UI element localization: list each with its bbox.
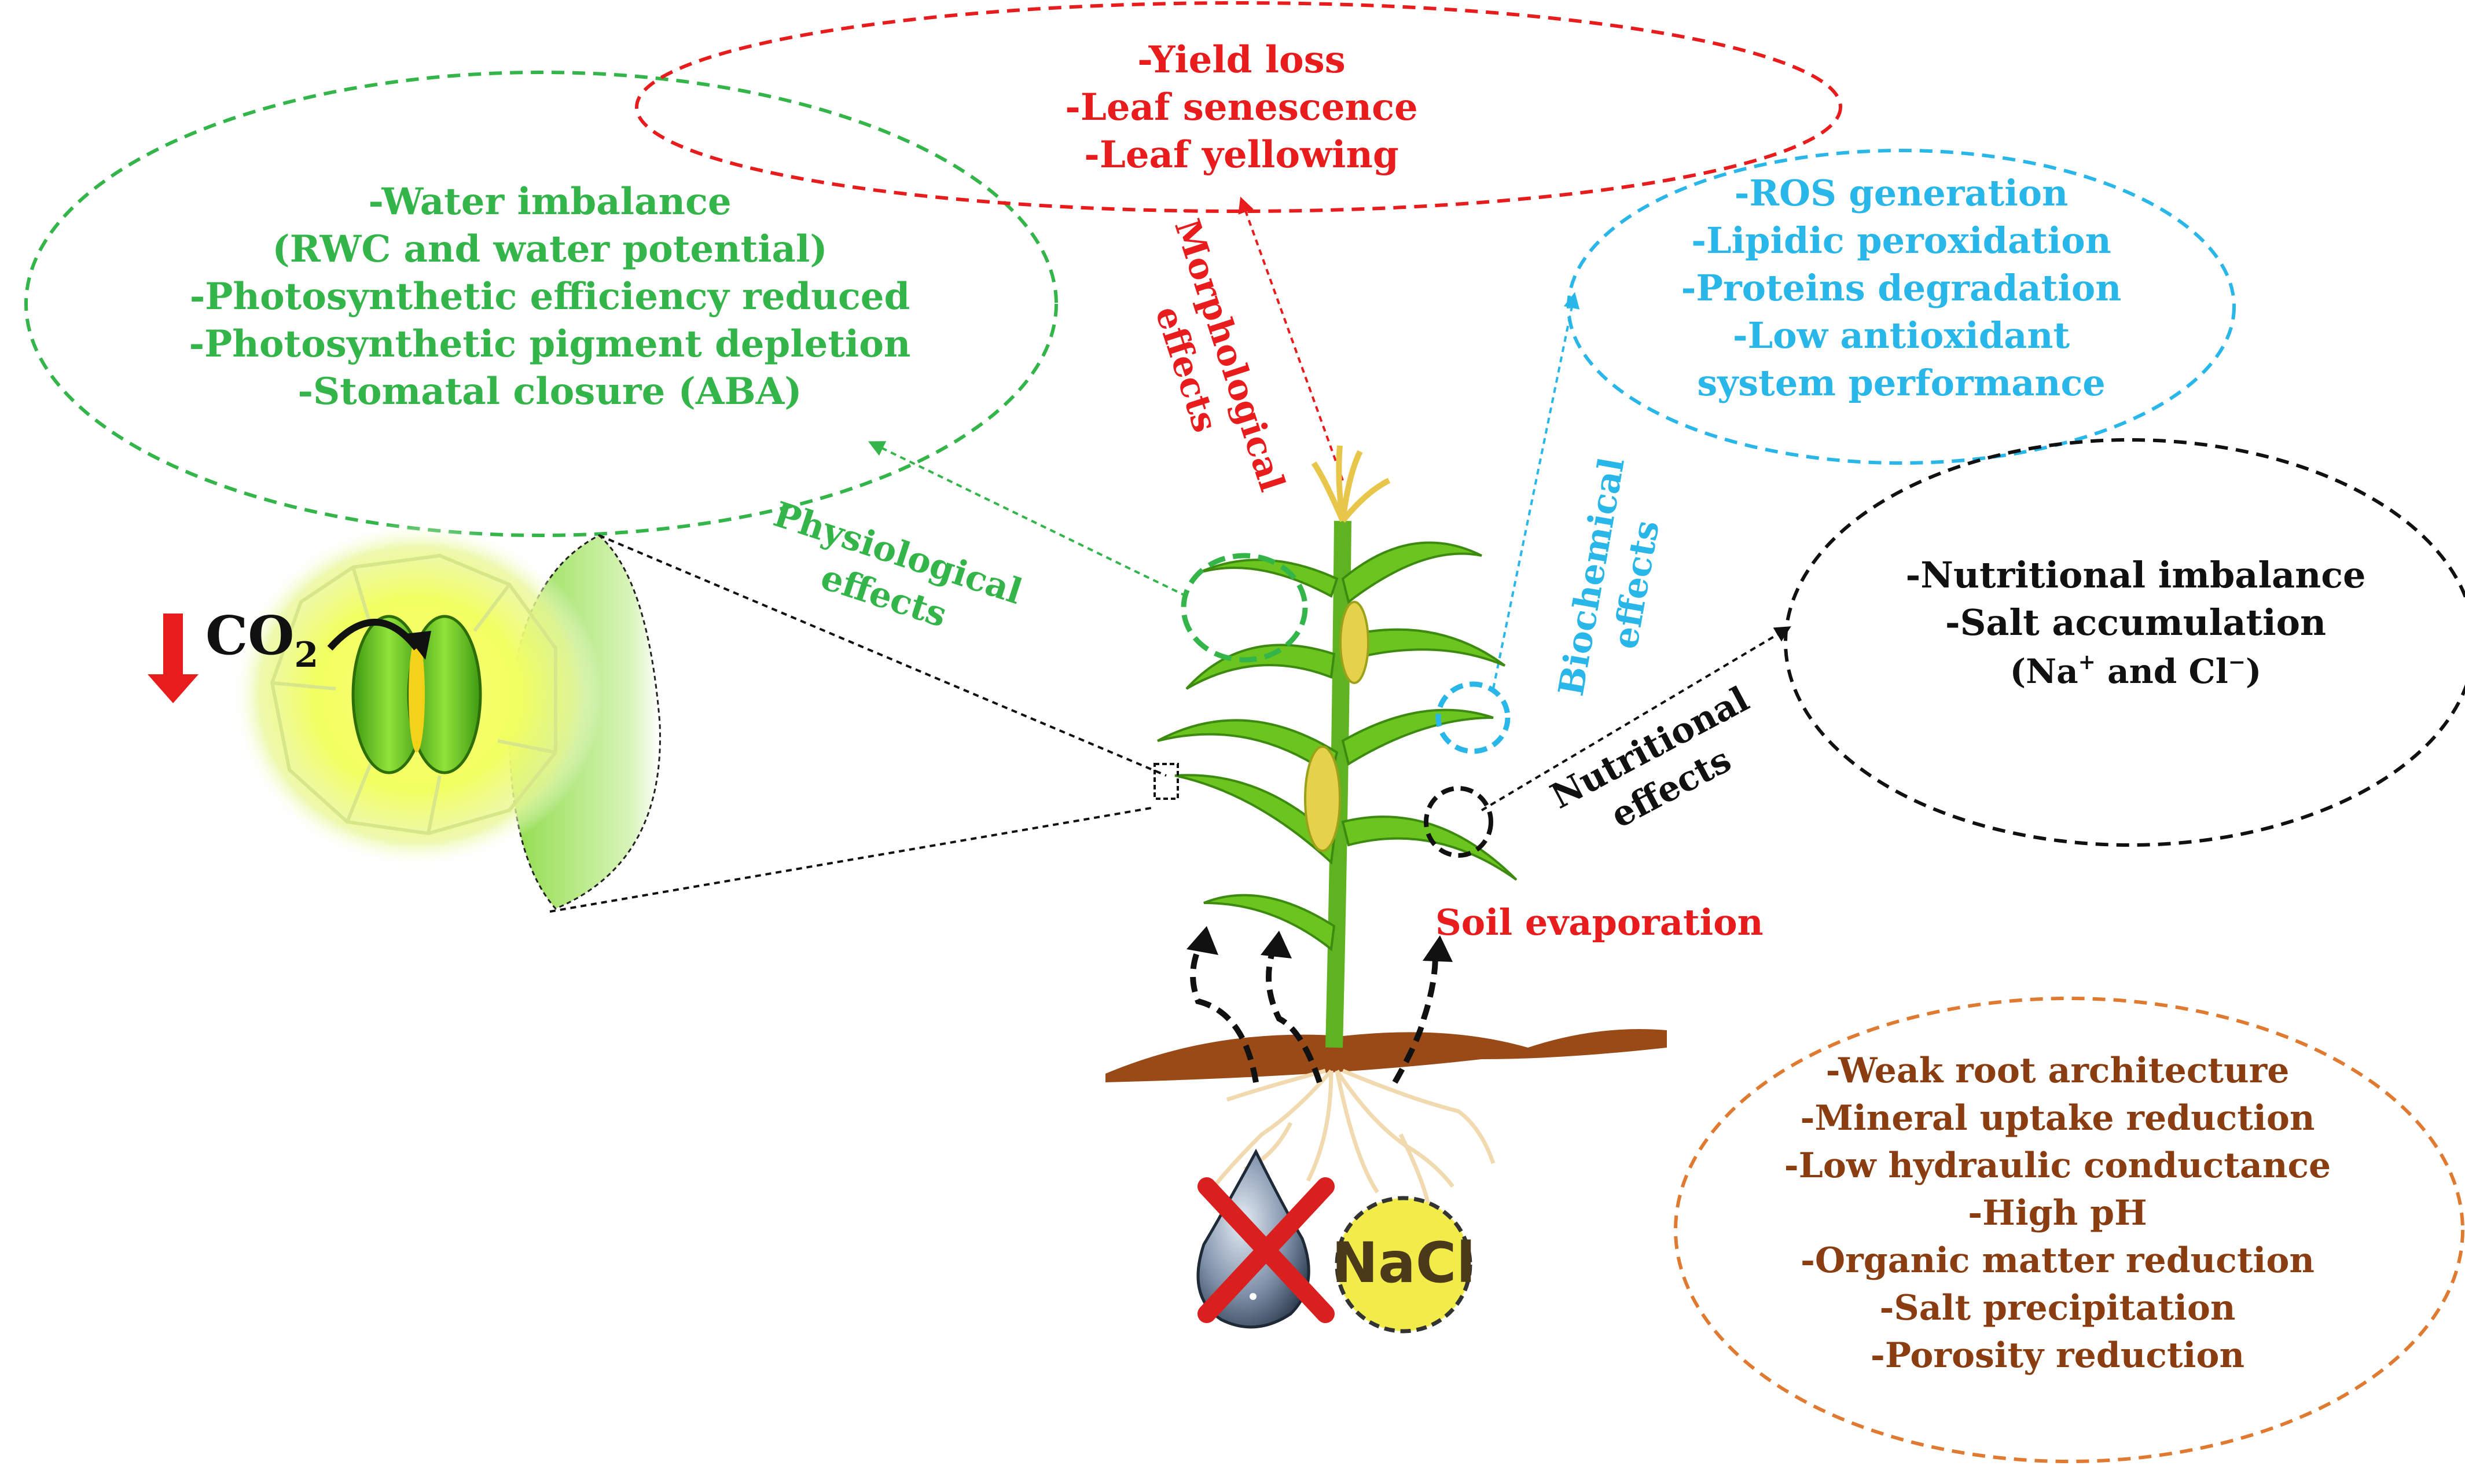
curved-arrow-icon [327, 619, 420, 651]
morpho-line: -Yield loss [1137, 38, 1346, 82]
zoom-line-bottom [549, 806, 1155, 913]
biochem-line: -Low antioxidant [1733, 314, 2070, 357]
morpho-line: -Leaf senescence [1065, 86, 1418, 129]
physiological-bubble [24, 71, 1058, 537]
nutri-arrow [1481, 626, 1791, 811]
roots [1208, 1068, 1496, 1210]
morpho-arrow [1238, 196, 1344, 481]
nutri-line: -Salt accumulation [1945, 601, 2326, 644]
corn-cob [1304, 745, 1341, 852]
stomata-icon [351, 615, 482, 774]
biochem-line: -ROS generation [1735, 172, 2068, 214]
soil-evaporation-label: Soil evaporation [1435, 901, 1764, 943]
co2-label: CO2 [205, 604, 318, 675]
physio-line: -Photosynthetic efficiency reduced [190, 275, 910, 318]
soil-line: -Porosity reduction [1871, 1335, 2244, 1376]
soil-surface [1105, 1029, 1667, 1082]
biochem-leaf-circle [1435, 681, 1511, 754]
biochemical-effects-list: -ROS generation -Lipidic peroxidation -P… [1681, 172, 2122, 404]
physio-line: -Water imbalance [368, 180, 731, 223]
morphological-label: Morphological effects [1147, 214, 1292, 496]
nutri-leaf-circle [1424, 786, 1493, 858]
stomata-zoom: CO2 [148, 521, 661, 910]
morpho-line: -Leaf yellowing [1084, 133, 1398, 177]
soil-line: -Low hydraulic conductance [1784, 1145, 2331, 1186]
biochem-line: system performance [1697, 362, 2105, 404]
down-arrow-icon [148, 614, 199, 703]
nutri-line: -Nutritional imbalance [1906, 554, 2366, 596]
soil-line: -Mineral uptake reduction [1801, 1098, 2315, 1138]
corn-plant-icon [1105, 445, 1667, 1210]
soil-line: -High pH [1968, 1193, 2147, 1233]
soil-line: -Organic matter reduction [1801, 1240, 2315, 1281]
zoom-line-top [598, 534, 1167, 777]
soil-line: -Weak root architecture [1826, 1050, 2290, 1091]
physiological-label: Physiological effects [769, 494, 1027, 636]
evaporation-arrowheads [1186, 926, 1453, 962]
corn-cob [1339, 601, 1369, 684]
soil-effects-list: -Weak root architecture -Mineral uptake … [1784, 1050, 2331, 1376]
nutri-ions: (Na+ and Cl−) [2010, 650, 2262, 691]
physio-leaf-circle [1181, 553, 1308, 663]
physio-line: -Photosynthetic pigment depletion [189, 322, 911, 366]
biochem-line: -Lipidic peroxidation [1691, 219, 2111, 262]
nacl-label: NaCl [1332, 1230, 1475, 1295]
biochem-arrow [1492, 292, 1580, 689]
biochem-line: -Proteins degradation [1681, 267, 2122, 309]
leaves [1157, 541, 1518, 952]
cell-walls [270, 553, 557, 836]
nacl-badge: NaCl [1332, 1196, 1475, 1334]
physio-arrow [868, 441, 1187, 597]
morphological-effects-list: -Yield loss -Leaf senescence -Leaf yello… [1065, 38, 1418, 177]
biochemical-label: Biochemical effects [1551, 454, 1667, 699]
evaporation-arrows [1190, 942, 1438, 1084]
nutritional-label: Nutritional effects [1544, 679, 1755, 836]
physio-zoom-box [1153, 763, 1179, 800]
cross-icon [1197, 1177, 1335, 1323]
soil-line: -Salt precipitation [1879, 1288, 2235, 1328]
physio-line: -Stomatal closure (ABA) [297, 370, 802, 413]
physiological-effects-list: -Water imbalance (RWC and water potentia… [189, 180, 911, 413]
tassel [1311, 445, 1391, 523]
nutritional-effects-list: -Nutritional imbalance -Salt accumulatio… [1906, 554, 2366, 691]
physio-line: (RWC and water potential) [272, 227, 827, 271]
soil-bubble [1674, 997, 2464, 1463]
